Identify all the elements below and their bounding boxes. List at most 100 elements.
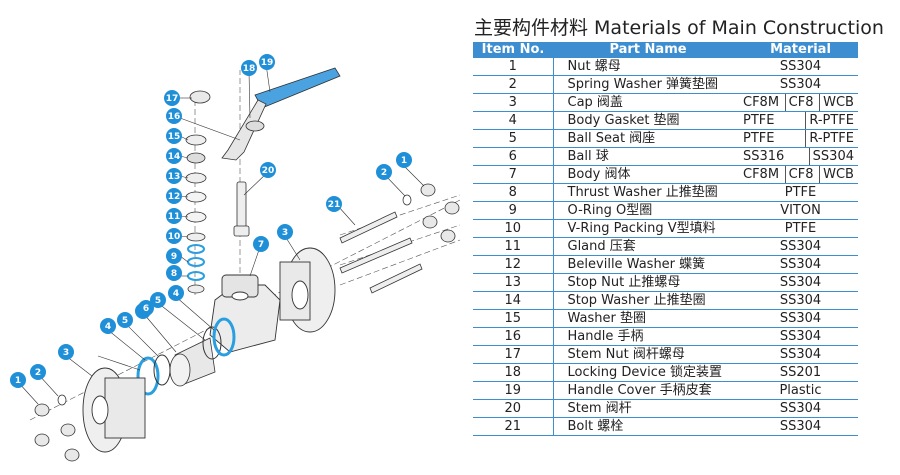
material-option: R-PTFE: [805, 112, 854, 129]
callout-13: 13: [166, 168, 182, 184]
material: SS304: [743, 58, 858, 76]
handle-assembly: [221, 67, 341, 161]
item-no: 8: [473, 183, 554, 202]
svg-text:10: 10: [168, 232, 181, 242]
material: SS304: [743, 237, 858, 256]
page-title: 主要构件材料 Materials of Main Construction: [474, 17, 884, 39]
callouts: 123456789101112131415161718192021123456: [10, 54, 412, 388]
seal-rings: [136, 317, 236, 396]
material: SS304: [743, 327, 858, 346]
material: PTFE: [743, 219, 858, 238]
item-no: 6: [473, 147, 554, 166]
item-no: 14: [473, 291, 554, 310]
material: PTFE R-PTFE: [743, 111, 858, 130]
callout-8: 8: [166, 265, 182, 281]
callout-18: 18: [241, 60, 257, 76]
svg-text:17: 17: [166, 94, 179, 104]
item-no: 20: [473, 399, 554, 418]
part-name: V-Ring Packing V型填料: [553, 219, 743, 238]
material-option: CF8M: [743, 167, 780, 182]
left-cap-shape: [82, 367, 146, 453]
svg-text:1: 1: [15, 376, 21, 386]
svg-text:9: 9: [171, 252, 177, 262]
part-name: Stem Nut 阀杆螺母: [553, 345, 743, 364]
item-no: 13: [473, 273, 554, 292]
item-no: 1: [473, 58, 554, 76]
material-option: PTFE: [743, 131, 775, 146]
svg-text:12: 12: [168, 192, 181, 202]
svg-text:19: 19: [261, 58, 274, 68]
material-option: WCB: [819, 166, 854, 183]
item-no: 7: [473, 165, 554, 184]
part-name: Gland 压套: [553, 237, 743, 256]
svg-text:1: 1: [401, 156, 407, 166]
part-name: Beleville Washer 蝶簧: [553, 255, 743, 274]
callout-16: 16: [166, 108, 182, 124]
locking-device-shape: [245, 120, 265, 132]
body-shape: [209, 274, 281, 353]
svg-text:4: 4: [105, 322, 111, 332]
svg-text:21: 21: [328, 200, 341, 210]
callout-17: 17: [164, 90, 180, 106]
material-option: PTFE: [743, 113, 775, 128]
material: SS304: [743, 399, 858, 418]
material: CF8M CF8 WCB: [743, 165, 858, 184]
svg-text:20: 20: [262, 166, 275, 176]
item-no: 4: [473, 111, 554, 130]
item-no: 17: [473, 345, 554, 364]
svg-text:2: 2: [35, 368, 41, 378]
material: SS304: [743, 417, 858, 436]
stem-nut-shape: [189, 90, 211, 104]
item-no: 12: [473, 255, 554, 274]
material-option: CF8: [784, 166, 814, 183]
callout-6: 6: [138, 300, 154, 316]
exploded-diagram: 123456789101112131415161718192021123456: [10, 54, 461, 462]
material-option: WCB: [819, 94, 854, 111]
part-name: Ball Seat 阀座: [553, 129, 743, 148]
callout-7: 7: [253, 236, 269, 252]
svg-text:8: 8: [171, 269, 177, 279]
material: SS304: [743, 345, 858, 364]
material-option: SS316: [743, 149, 785, 164]
callout-3: 3: [277, 224, 293, 240]
material: VITON: [743, 201, 858, 220]
svg-text:5: 5: [122, 316, 128, 326]
svg-text:11: 11: [168, 212, 181, 222]
item-no: 18: [473, 363, 554, 382]
callout-21: 21: [326, 196, 342, 212]
item-no: 11: [473, 237, 554, 256]
callout-12: 12: [166, 188, 182, 204]
handle-cover-shape: [254, 67, 341, 109]
callout-2: 2: [376, 164, 392, 180]
callout-14: 14: [166, 148, 182, 164]
part-name: Stop Washer 止推垫圈: [553, 291, 743, 310]
svg-text:16: 16: [168, 112, 181, 122]
callout-4: 4: [100, 318, 116, 334]
svg-text:5: 5: [155, 296, 161, 306]
part-name: Body 阀体: [553, 165, 743, 184]
item-no: 15: [473, 309, 554, 328]
svg-text:13: 13: [168, 172, 181, 182]
stem-stack: [185, 134, 207, 294]
right-nuts-shape: [402, 183, 460, 243]
material-option: CF8M: [743, 95, 780, 110]
material: PTFE: [743, 183, 858, 202]
svg-text:3: 3: [63, 348, 69, 358]
svg-text:18: 18: [243, 64, 256, 74]
callout-5: 5: [150, 292, 166, 308]
material-option: SS304: [808, 148, 854, 165]
